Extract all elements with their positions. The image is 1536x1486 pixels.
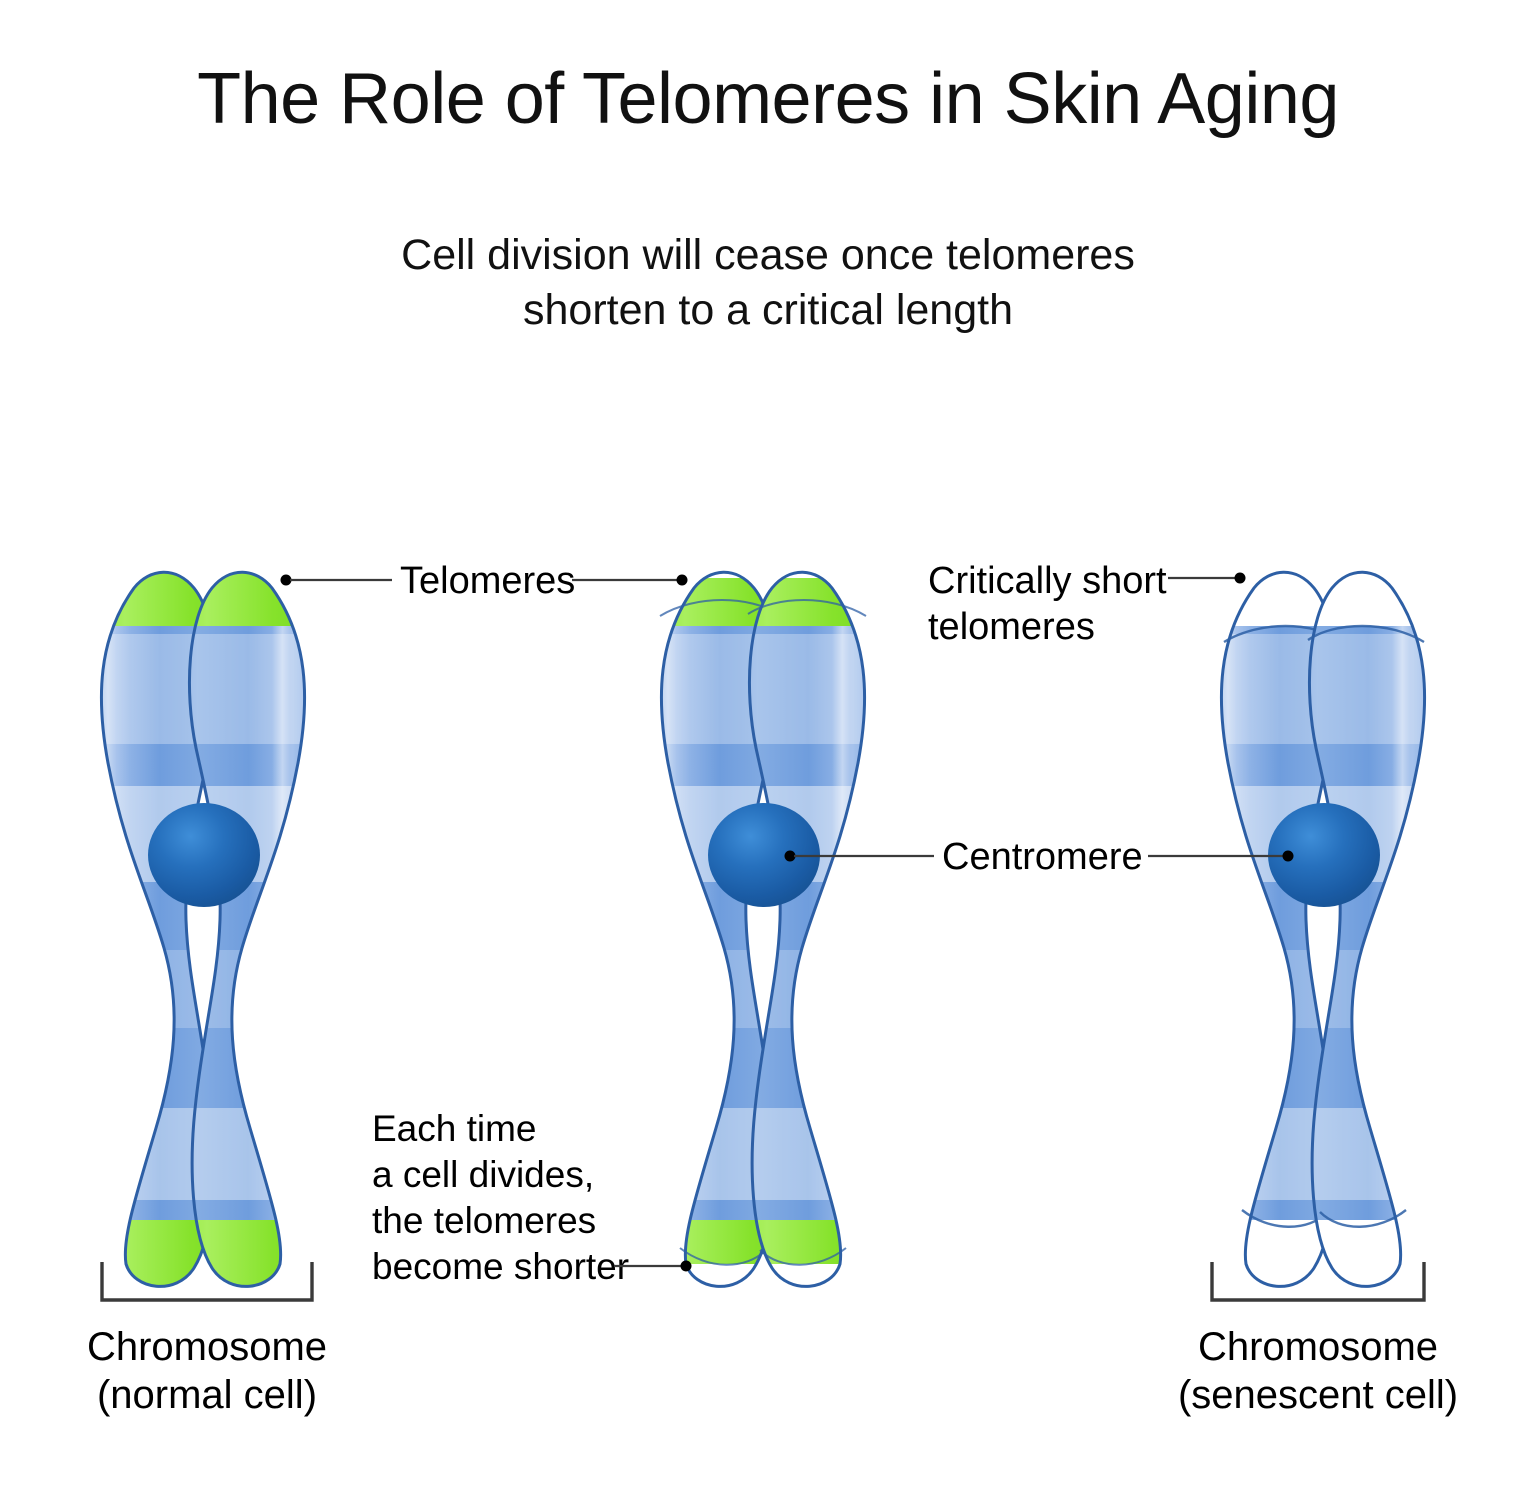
leader-dot-icon [1234,572,1246,584]
callout-telomeres[interactable]: Telomeres [280,560,688,602]
caption-left-line-1: Chromosome [87,1325,327,1369]
leader-dot-icon [1282,850,1294,862]
chromosome-shortened[interactable] [628,548,900,1314]
centromere-senescent[interactable] [1268,803,1380,907]
caption-left-line-2: (normal cell) [97,1373,317,1417]
note-line-3: the telomeres [372,1200,596,1241]
callout-critically-short[interactable]: Critically short telomeres [928,560,1246,648]
centromere-normal[interactable] [148,803,260,907]
centromere-shortened[interactable] [708,803,820,907]
leader-dot-icon [280,574,292,586]
page-title: The Role of Telomeres in Skin Aging [197,59,1339,139]
page-subtitle-line-2: shorten to a critical length [523,285,1013,334]
chromosome-senescent[interactable] [1188,548,1460,1316]
note-line-1: Each time [372,1108,537,1149]
telomeres-label: Telomeres [400,560,575,602]
measure-bracket-icon [100,1262,314,1302]
callout-centromere[interactable]: Centromere [784,836,1294,878]
critically-short-label-line-1: Critically short [928,560,1167,602]
chromosome-normal[interactable] [68,548,340,1310]
caption-right-line-2: (senescent cell) [1178,1373,1458,1417]
leader-dot-icon [784,850,796,862]
centromere-label: Centromere [942,836,1143,878]
measure-bracket-icon [1210,1262,1426,1302]
page-subtitle: Cell division will cease once telomeres … [0,228,1536,337]
note-line-2: a cell divides, [372,1154,594,1195]
leader-dot-icon [680,1260,692,1272]
caption-right-line-1: Chromosome [1198,1325,1438,1369]
page-subtitle-line-1: Cell division will cease once telomeres [401,231,1135,279]
critically-short-label-line-2: telomeres [928,606,1095,648]
leader-dot-icon [676,574,688,586]
caption-normal-cell: Chromosome (normal cell) [87,1262,327,1417]
callout-shortening-note[interactable]: Each time a cell divides, the telomeres … [372,1108,692,1287]
caption-senescent-cell: Chromosome (senescent cell) [1178,1262,1458,1417]
note-line-4: become shorter [372,1246,629,1287]
